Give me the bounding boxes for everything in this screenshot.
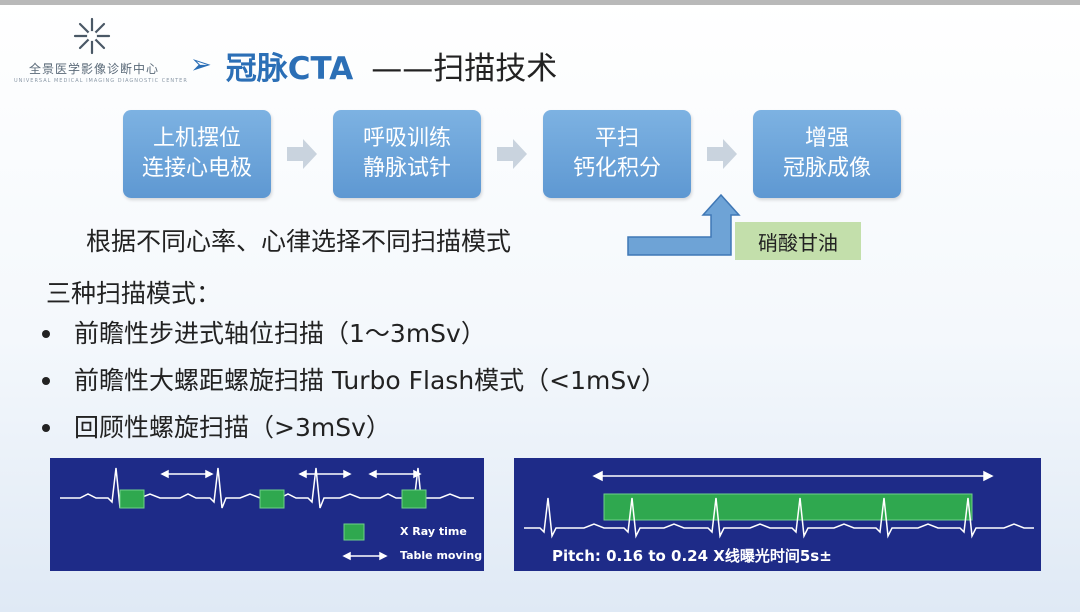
step-box-3: 平扫 钙化积分: [543, 110, 691, 198]
nitroglycerin-label: 硝酸甘油: [735, 222, 861, 260]
legend-table-moving: Table moving: [400, 549, 483, 562]
chevron-right-icon: [707, 139, 737, 169]
logo-name: 全景医学影像诊断中心: [28, 62, 159, 76]
step-box-1: 上机摆位 连接心电极: [123, 110, 271, 198]
slide-title: ➢ 冠脉CTA ——扫描技术: [190, 40, 557, 90]
bullet-icon: [42, 423, 50, 432]
chevron-right-icon: [497, 139, 527, 169]
step-3-line-1: 平扫: [594, 126, 639, 151]
list-item: 前瞻性大螺距螺旋扫描 Turbo Flash模式（<1mSv）: [42, 357, 666, 404]
mode-text: 前瞻性大螺距螺旋扫描 Turbo Flash模式（<1mSv）: [74, 366, 667, 395]
list-item: 回顾性螺旋扫描（>3mSv）: [42, 404, 666, 451]
modes-list: 前瞻性步进式轴位扫描（1～3mSv） 前瞻性大螺距螺旋扫描 Turbo Flas…: [42, 310, 666, 451]
step-1-line-2: 连接心电极: [141, 156, 252, 181]
step-3-line-2: 钙化积分: [572, 156, 661, 181]
bent-up-arrow-icon: [627, 193, 741, 256]
modes-heading: 三种扫描模式：: [46, 279, 222, 308]
logo: 全景医学影像诊断中心 UNIVERSAL MEDICAL IMAGING DIA…: [14, 12, 188, 92]
helical-diagram: Pitch: 0.16 to 0.24 X线曝光时间5s±: [514, 458, 1041, 571]
list-item: 前瞻性步进式轴位扫描（1～3mSv）: [42, 310, 666, 357]
bullet-icon: [42, 376, 50, 385]
step-1-line-1: 上机摆位: [152, 126, 241, 151]
chevron-right-icon: [287, 139, 317, 169]
mode-text: 回顾性螺旋扫描（>3mSv）: [74, 413, 391, 442]
title-sub: ——扫描技术: [371, 50, 558, 87]
step-4-line-2: 冠脉成像: [782, 156, 871, 181]
title-main: 冠脉CTA: [225, 50, 354, 87]
step-box-2: 呼吸训练 静脉试针: [333, 110, 481, 198]
ecg-helical-graphic: [524, 470, 1034, 539]
bullet-icon: [42, 329, 50, 338]
logo-flower-icon: [73, 17, 111, 55]
step-shoot-diagram: X Ray time Table moving: [50, 458, 484, 571]
step-4-line-1: 增强: [804, 126, 849, 151]
scan-mode-note: 根据不同心率、心律选择不同扫描模式: [86, 227, 512, 256]
pitch-caption: Pitch: 0.16 to 0.24 X线曝光时间5s±: [552, 547, 832, 565]
step-2-line-2: 静脉试针: [362, 156, 451, 181]
title-arrow-icon: ➢: [190, 50, 212, 80]
logo-tagline: UNIVERSAL MEDICAL IMAGING DIAGNOSTIC CEN…: [14, 78, 188, 84]
mode-text: 前瞻性步进式轴位扫描（1～3mSv）: [74, 319, 486, 348]
step-box-4: 增强 冠脉成像: [753, 110, 901, 198]
ecg-step-shoot-graphic: [60, 467, 474, 561]
legend-xray-time: X Ray time: [400, 525, 467, 538]
top-bar: [0, 0, 1080, 5]
step-2-line-1: 呼吸训练: [362, 126, 451, 151]
